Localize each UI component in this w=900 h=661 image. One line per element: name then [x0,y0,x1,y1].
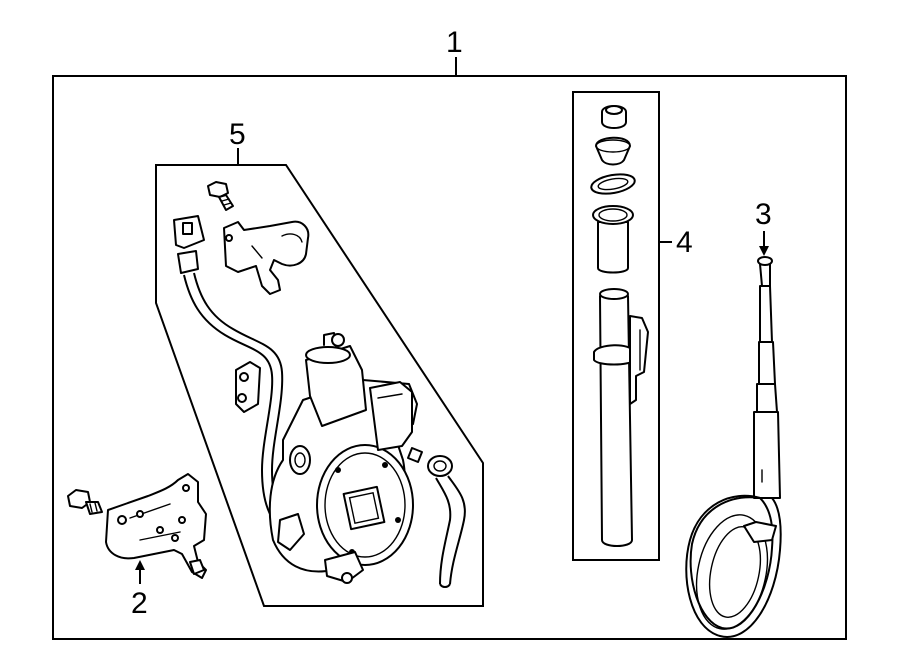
connector-plug-icon [173,215,205,274]
drain-hose-icon [427,455,466,588]
callout-3-arrow [759,231,769,256]
motor-group-frame [155,148,484,607]
bolt-icon [207,181,234,211]
motor-bracket-icon [223,220,310,295]
callout-2: 2 [131,587,148,620]
antenna-mast-icon [685,256,782,638]
mast-group-frame [572,91,672,561]
callout-1: 1 [446,26,463,59]
callout-2-arrow [135,560,145,584]
mounting-bracket-icon [67,473,207,579]
callout-3: 3 [755,198,772,231]
antenna-motor-icon [268,332,423,584]
assembly-frame [52,57,847,640]
mast-tube-and-seals-icon [590,105,649,547]
callout-4: 4 [676,226,693,259]
callout-5: 5 [229,118,246,151]
